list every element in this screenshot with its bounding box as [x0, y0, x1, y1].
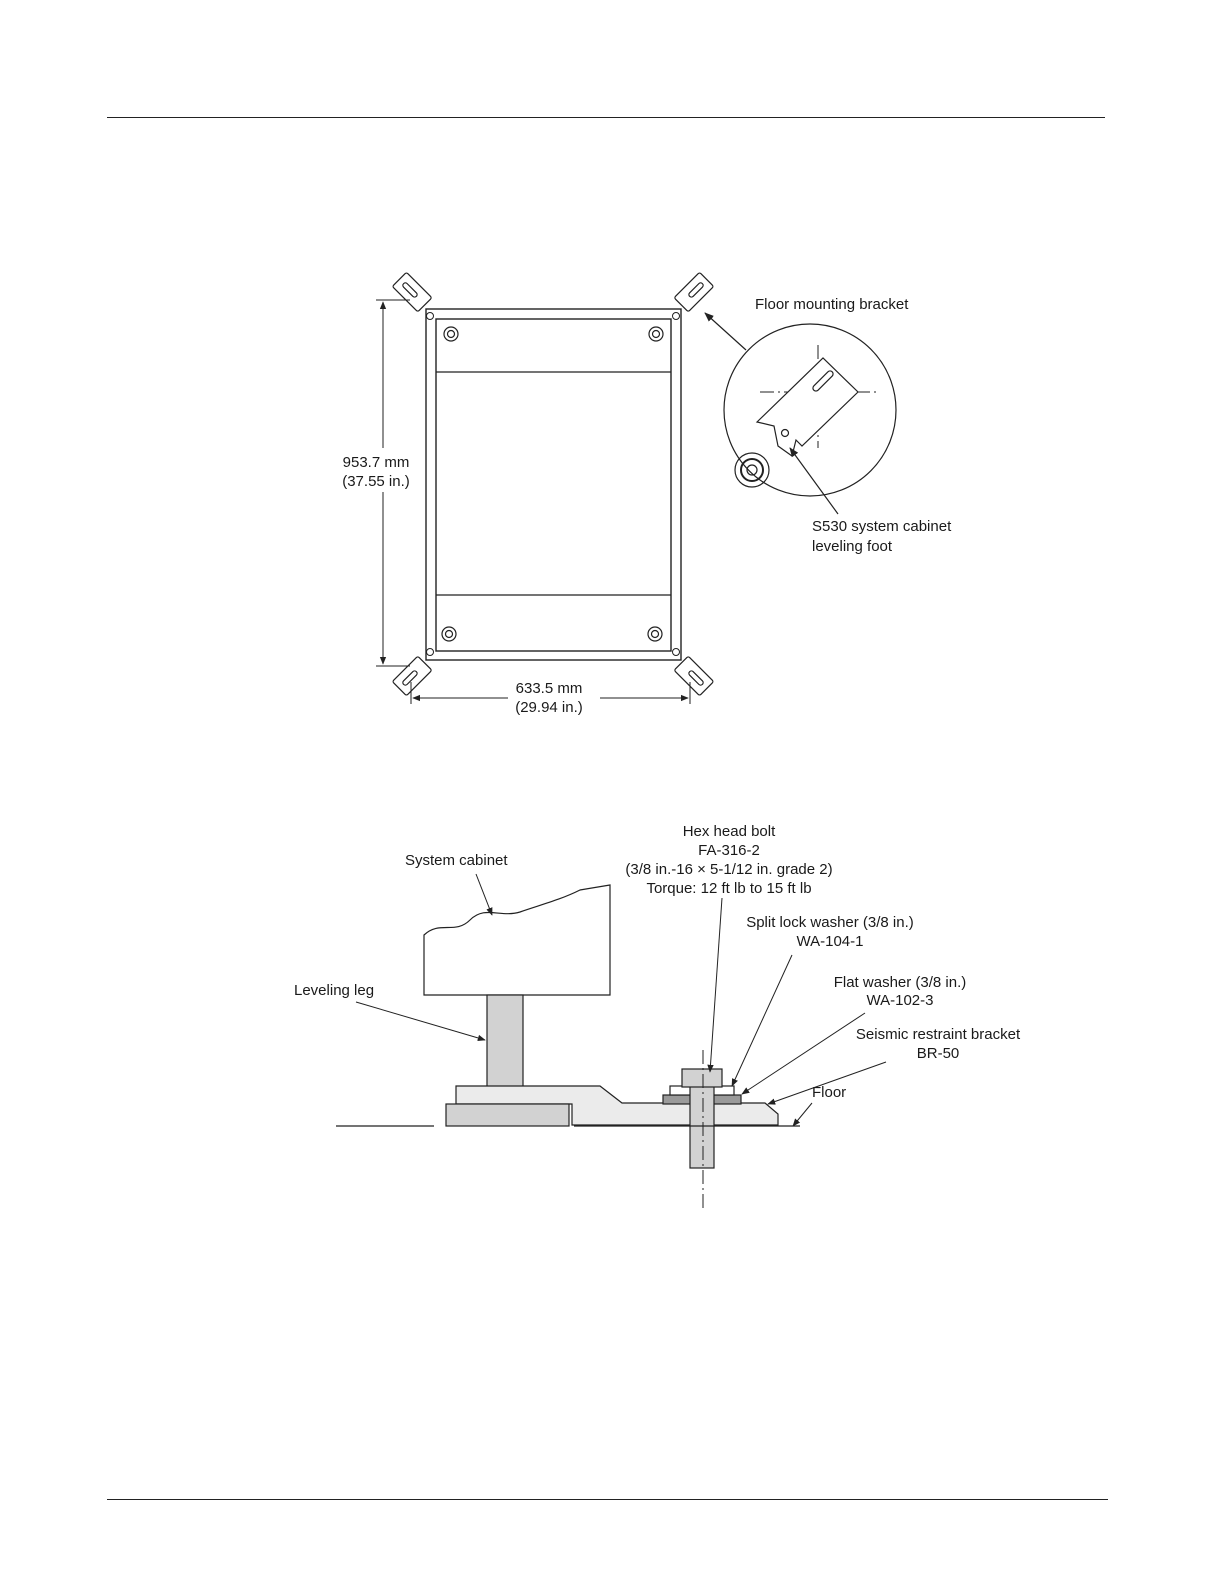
width-in-label: (29.94 in.): [515, 699, 583, 716]
leg-leader: [355, 1001, 486, 1042]
corner-bolt: [426, 648, 434, 656]
corner-bolt: [672, 312, 680, 320]
height-in-label: (37.55 in.): [342, 473, 410, 490]
hex-bolt-head: [681, 1068, 723, 1088]
seismic-bracket-label-line2: BR-50: [917, 1045, 960, 1062]
corner-bolt: [426, 312, 434, 320]
corner-bolt: [672, 648, 680, 656]
bracket-detail-callout: [704, 312, 897, 515]
flat-washer-label-line1: Flat washer (3/8 in.): [834, 974, 967, 991]
bolt-label-line1: Hex head bolt: [683, 823, 776, 840]
side-section-view: [336, 884, 800, 1210]
corner-bracket-top-left: [392, 272, 432, 312]
corner-bracket-top-right: [674, 272, 714, 312]
bolt-leader: [707, 897, 723, 1073]
footer-rule: [107, 1499, 1108, 1500]
seismic-bracket-label-line1: Seismic restraint bracket: [856, 1026, 1021, 1043]
bolt-label-line3: (3/8 in.-16 × 5-1/12 in. grade 2): [625, 861, 832, 878]
header-rule: [107, 117, 1105, 118]
bolt-label-line4: Torque: 12 ft lb to 15 ft lb: [646, 880, 811, 897]
cabinet-outer-frame: [425, 308, 682, 661]
height-mm-label: 953.7 mm: [343, 454, 410, 471]
leveling-foot-bottom-right: [647, 626, 663, 642]
leveling-foot-bottom-left: [441, 626, 457, 642]
leveling-foot-base: [445, 1103, 570, 1127]
floor-mounting-bracket-label: Floor mounting bracket: [755, 296, 909, 313]
cabinet-leader: [475, 873, 493, 916]
flat-washer-label-line2: WA-102-3: [867, 992, 934, 1009]
cabinet-inner-frame: [435, 318, 672, 652]
leveling-foot-top-left: [443, 326, 459, 342]
leveling-foot-top-right: [648, 326, 664, 342]
bolt-label-line2: FA-316-2: [698, 842, 760, 859]
system-cabinet-shape: [423, 884, 611, 996]
corner-bracket-bottom-right: [674, 656, 714, 696]
leveling-foot-label-line1: S530 system cabinet: [812, 518, 952, 535]
seismic-bracket-leader: [767, 1061, 887, 1105]
flat-washer-leader: [741, 1012, 866, 1095]
width-mm-label: 633.5 mm: [516, 680, 583, 697]
floor-label: Floor: [812, 1084, 846, 1101]
leveling-foot-label-line2: leveling foot: [812, 538, 893, 555]
split-washer-label-line2: WA-104-1: [797, 933, 864, 950]
split-washer-leader: [731, 954, 793, 1087]
split-washer-label-line1: Split lock washer (3/8 in.): [746, 914, 914, 931]
corner-bracket-bottom-left: [392, 656, 432, 696]
cabinet-top-view: [425, 308, 682, 661]
hex-bolt-shank: [689, 1079, 715, 1169]
system-cabinet-label: System cabinet: [405, 852, 508, 869]
leveling-leg-label: Leveling leg: [294, 982, 374, 999]
floor-leader: [792, 1102, 813, 1127]
